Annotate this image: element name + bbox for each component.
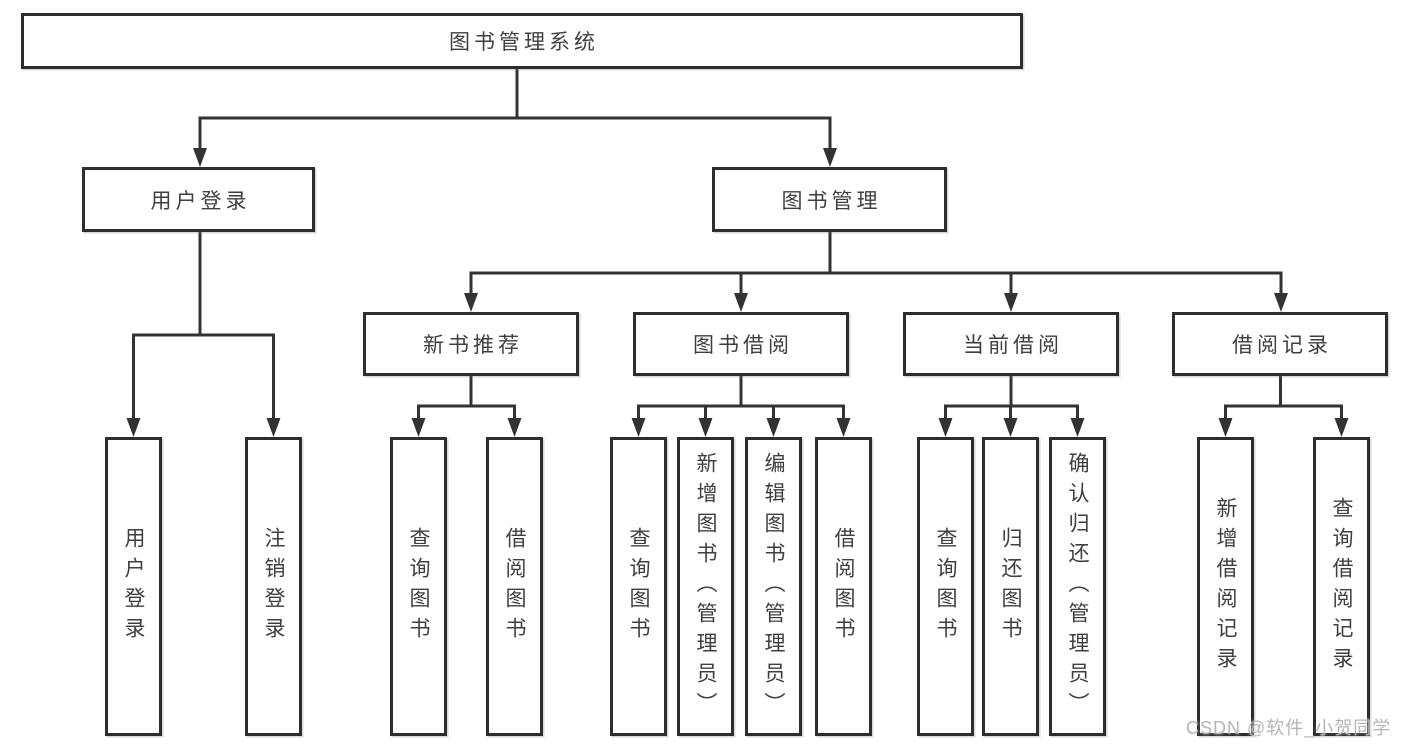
- leaf-query-books-recommend-label: 查询图书: [407, 526, 430, 647]
- leaf-query-books-recommend: 查询图书: [390, 437, 447, 736]
- node-book-borrow: 图书借阅: [633, 312, 849, 376]
- leaf-return-book: 归还图书: [982, 437, 1039, 736]
- node-new-book-recommend-label: 新书推荐: [423, 334, 523, 357]
- leaf-add-book-admin: 新增图书（管理员）: [677, 437, 734, 736]
- node-book-management: 图书管理: [712, 167, 947, 232]
- leaf-edit-book-admin: 编辑图书（管理员）: [745, 437, 802, 736]
- leaf-query-borrow-record: 查询借阅记录: [1313, 437, 1370, 736]
- leaf-query-books-current: 查询图书: [917, 437, 974, 736]
- leaf-query-books-borrow: 查询图书: [610, 437, 667, 736]
- arrowhead-icons: [126, 148, 1349, 437]
- leaf-confirm-return-admin: 确认归还（管理员）: [1049, 437, 1106, 736]
- leaf-user-login-label: 用户登录: [122, 526, 145, 647]
- node-new-book-recommend: 新书推荐: [363, 312, 579, 376]
- node-current-borrow: 当前借阅: [903, 312, 1119, 376]
- connector-lines: [132, 69, 1343, 421]
- leaf-query-borrow-record-label: 查询借阅记录: [1330, 496, 1353, 677]
- node-root-label: 图书管理系统: [449, 31, 599, 54]
- leaf-user-login: 用户登录: [105, 437, 162, 736]
- node-user-login: 用户登录: [82, 167, 315, 232]
- node-book-management-label: 图书管理: [781, 189, 882, 213]
- leaf-add-book-admin-label: 新增图书（管理员）: [694, 451, 717, 722]
- node-book-borrow-label: 图书借阅: [693, 334, 793, 357]
- leaf-confirm-return-admin-label: 确认归还（管理员）: [1066, 451, 1089, 722]
- node-current-borrow-label: 当前借阅: [963, 334, 1063, 357]
- leaf-query-books-current-label: 查询图书: [934, 526, 957, 647]
- leaf-logout-label: 注销登录: [262, 526, 285, 647]
- node-borrow-records: 借阅记录: [1172, 312, 1388, 376]
- node-user-login-label: 用户登录: [150, 189, 251, 213]
- leaf-query-books-borrow-label: 查询图书: [627, 526, 650, 647]
- leaf-edit-book-admin-label: 编辑图书（管理员）: [762, 451, 785, 722]
- leaf-borrow-books-recommend-label: 借阅图书: [503, 526, 526, 647]
- node-root: 图书管理系统: [21, 13, 1023, 69]
- leaf-borrow-books-recommend: 借阅图书: [486, 437, 543, 736]
- leaf-add-borrow-record-label: 新增借阅记录: [1214, 496, 1237, 677]
- leaf-borrow-books-borrow-label: 借阅图书: [832, 526, 855, 647]
- leaf-return-book-label: 归还图书: [999, 526, 1022, 647]
- leaf-add-borrow-record: 新增借阅记录: [1197, 437, 1254, 736]
- node-borrow-records-label: 借阅记录: [1232, 334, 1332, 357]
- csdn-watermark: CSDN @软件_小贺同学: [1186, 718, 1392, 738]
- leaf-borrow-books-borrow: 借阅图书: [815, 437, 872, 736]
- leaf-logout: 注销登录: [245, 437, 302, 736]
